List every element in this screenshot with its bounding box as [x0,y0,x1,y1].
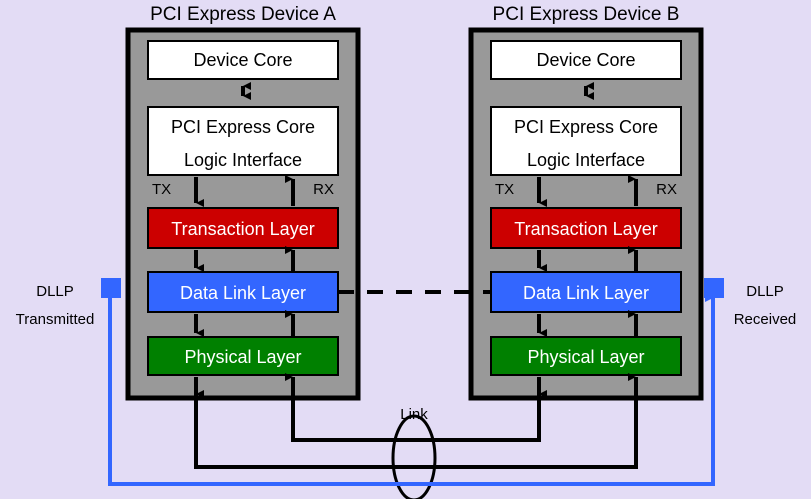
dllp-transmitted-marker [101,278,121,298]
device-a-data-link-layer-label: Data Link Layer [180,283,306,303]
device-a-core-box [147,40,339,80]
device-b-group: PCI Express Device B Device Core PCI Exp… [468,4,704,401]
device-a-physical-layer [147,336,339,376]
link-path-b-tx-to-a-rx [291,394,541,442]
device-b-tx-label: TX [495,181,514,198]
device-b-rx-label: RX [656,181,677,198]
link-path-a-tx-to-b-rx [194,394,638,469]
device-b-logic-box [490,106,682,176]
dllp-transmitted-line2: Transmitted [16,311,95,328]
dllp-received-marker [704,278,724,298]
dllp-transmitted-line1: DLLP [36,283,74,300]
device-a-transaction-layer [147,207,339,249]
device-a-title: PCI Express Device A [150,4,336,25]
device-b-physical-layer-label: Physical Layer [527,347,644,367]
device-a-physical-layer-label: Physical Layer [184,347,301,367]
device-a-tx-label: TX [152,181,171,198]
device-b-data-link-layer-label: Data Link Layer [523,283,649,303]
device-a-group: PCI Express Device A Device Core PCI Exp… [125,4,361,401]
device-a-core-label: Device Core [193,50,292,70]
link-label: Link [400,406,428,423]
device-b-core-box [490,40,682,80]
device-b-physical-layer [490,336,682,376]
device-a-transaction-layer-label: Transaction Layer [171,219,314,239]
device-b-transaction-layer [490,207,682,249]
device-b-logic-line2: Logic Interface [527,150,645,170]
device-b-logic-line1: PCI Express Core [514,117,658,137]
dllp-received-line1: DLLP [746,283,784,300]
device-b-data-link-layer [490,271,682,313]
device-a-logic-line2: Logic Interface [184,150,302,170]
device-a-logic-line1: PCI Express Core [171,117,315,137]
device-b-title: PCI Express Device B [493,4,680,25]
device-b-transaction-layer-label: Transaction Layer [514,219,657,239]
device-b-core-label: Device Core [536,50,635,70]
dllp-received-line2: Received [734,311,797,328]
device-a-logic-box [147,106,339,176]
link-ellipse-icon [391,414,437,499]
device-a-rx-label: RX [313,181,334,198]
dllp-trace [108,290,715,486]
